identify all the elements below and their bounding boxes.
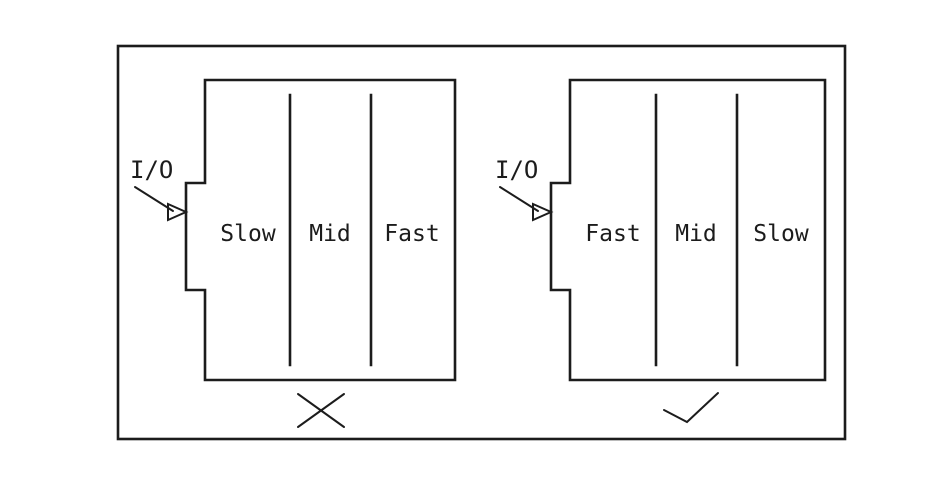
- left-leader-arrow-icon: [134, 186, 189, 222]
- left-panel: Slow Mid Fast I/O: [130, 78, 457, 428]
- right-leader-arrow-icon: [499, 186, 554, 222]
- outer-border: [116, 44, 847, 441]
- left-block-outline: [184, 78, 457, 382]
- left-io-label: I/O: [130, 156, 173, 184]
- cross-icon: [297, 393, 345, 428]
- right-io-label: I/O: [495, 156, 538, 184]
- right-block-outline: [549, 78, 827, 382]
- check-icon: [663, 392, 719, 424]
- right-section-label-3: Slow: [753, 221, 809, 247]
- left-section-label-2: Mid: [309, 221, 351, 247]
- left-section-label-3: Fast: [384, 221, 439, 247]
- right-section-label-1: Fast: [585, 221, 640, 247]
- right-section-label-2: Mid: [675, 221, 717, 247]
- right-panel: Fast Mid Slow I/O: [495, 78, 827, 424]
- left-section-label-1: Slow: [220, 221, 276, 247]
